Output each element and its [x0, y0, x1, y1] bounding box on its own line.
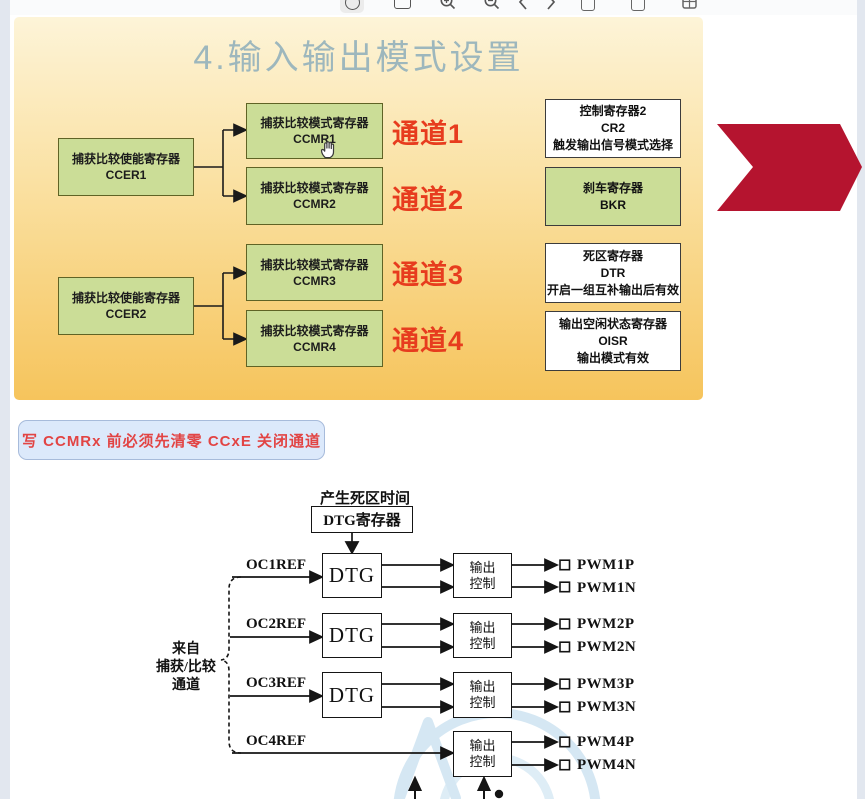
- register-box-ccmr2: 捕获比较模式寄存器 CCMR2: [246, 167, 383, 225]
- dtg-block: DTG: [322, 553, 382, 598]
- register-box-oisr: 输出空闲状态寄存器 OISR 输出模式有效: [545, 311, 681, 371]
- pwm-output-label: PWM2P: [577, 616, 635, 632]
- register-box-ccmr4: 捕获比较模式寄存器 CCMR4: [246, 310, 383, 367]
- channel-label-2: 通道2: [392, 185, 465, 215]
- circle-tool-icon[interactable]: [340, 0, 364, 13]
- source-channels-label: 来自 捕获/比较 通道: [156, 642, 216, 693]
- pwm-output-label: PWM1P: [577, 557, 635, 573]
- ref-label: OC1REF: [246, 557, 306, 573]
- zoom-out-icon[interactable]: [480, 0, 504, 13]
- left-margin-strip: [0, 0, 10, 799]
- slide-title: 4.输入输出模式设置: [193, 39, 524, 77]
- pwm-output-label: PWM3P: [577, 676, 635, 692]
- output-control-block: 输出控制: [453, 613, 512, 658]
- next-page-icon[interactable]: [538, 0, 562, 13]
- channel-label-1: 通道1: [392, 119, 465, 149]
- register-box-cr2: 控制寄存器2 CR2 触发输出信号模式选择: [545, 99, 681, 158]
- output-control-block: 输出控制: [453, 553, 512, 598]
- pwm-output-label: PWM3N: [577, 699, 637, 715]
- channel-label-4: 通道4: [392, 326, 465, 356]
- output-control-block: 输出控制: [453, 672, 512, 718]
- register-box-ccmr3: 捕获比较模式寄存器 CCMR3: [246, 244, 383, 301]
- dtg-register-box: DTG寄存器: [311, 506, 413, 533]
- zoom-in-icon[interactable]: [436, 0, 460, 13]
- register-box-ccer2: 捕获比较使能寄存器 CCER2: [58, 277, 194, 335]
- pwm-output-label: PWM1N: [577, 580, 637, 596]
- prev-page-icon[interactable]: [512, 0, 536, 13]
- dtg-to-output-lines: [382, 558, 456, 714]
- right-margin-strip: [857, 0, 865, 799]
- dtg-register-arrow: [344, 533, 360, 555]
- pwm-output-label: PWM2N: [577, 639, 637, 655]
- shape-tool-icon[interactable]: [390, 0, 414, 13]
- input-lines: [230, 570, 456, 760]
- page-thumbnail-icon[interactable]: [626, 0, 650, 13]
- dtg-block: DTG: [322, 672, 382, 718]
- pwm-terminal-lines: [512, 558, 571, 772]
- ref-label: OC3REF: [246, 675, 306, 691]
- ref-label: OC2REF: [246, 616, 306, 632]
- viewer-toolbar: [10, 0, 857, 15]
- red-chevron-arrow: [717, 124, 862, 211]
- bottom-input-arrows: [407, 775, 504, 799]
- pwm-output-label: PWM4P: [577, 734, 635, 750]
- register-box-ccmr1: 捕获比较模式寄存器 CCMR1: [246, 103, 383, 159]
- output-control-block: 输出控制: [453, 731, 512, 777]
- grid-view-icon[interactable]: [678, 0, 702, 13]
- register-box-bkr: 刹车寄存器 BKR: [545, 167, 681, 226]
- dtg-block: DTG: [322, 613, 382, 658]
- ref-label: OC4REF: [246, 733, 306, 749]
- register-box-dtr: 死区寄存器 DTR 开启一组互补输出后有效: [545, 243, 681, 303]
- note-text: 写 CCMRx 前必须先清零 CCxE 关闭通道: [21, 432, 322, 450]
- note-box: 写 CCMRx 前必须先清零 CCxE 关闭通道: [18, 420, 325, 460]
- register-box-ccer1: 捕获比较使能寄存器 CCER1: [58, 138, 194, 196]
- pwm-output-label: PWM4N: [577, 757, 637, 773]
- channel-label-3: 通道3: [392, 260, 465, 290]
- page-thumbnail-icon[interactable]: [576, 0, 600, 13]
- dtg-caption: 产生死区时间: [319, 491, 410, 507]
